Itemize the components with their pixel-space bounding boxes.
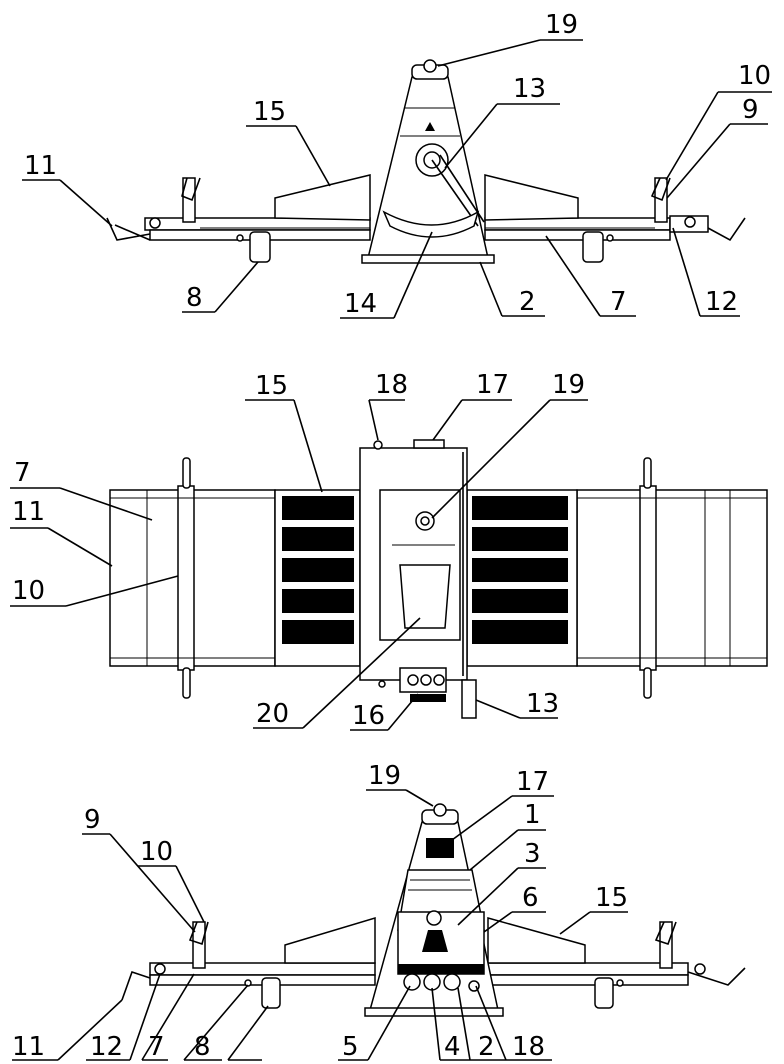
callout-13: 13 bbox=[526, 689, 559, 719]
callout-2: 2 bbox=[478, 1032, 495, 1062]
callout-8: 8 bbox=[186, 283, 203, 313]
rear-view: 19 17 1 3 9 10 6 15 11 12 7 8 5 4 2 18 bbox=[12, 761, 746, 1062]
callout-17: 17 bbox=[516, 767, 549, 797]
callout-10: 10 bbox=[12, 576, 45, 606]
rear-right-table bbox=[487, 917, 746, 1009]
callout-11: 11 bbox=[12, 497, 45, 527]
callout-18: 18 bbox=[512, 1032, 545, 1062]
callout-12: 12 bbox=[90, 1032, 123, 1062]
callout-7: 7 bbox=[14, 458, 31, 488]
front-left-wing bbox=[274, 174, 371, 221]
callout-15: 15 bbox=[253, 97, 286, 127]
front-right-wing bbox=[484, 174, 579, 221]
callout-14: 14 bbox=[344, 289, 377, 319]
top-left-belt-grid bbox=[274, 489, 361, 667]
callout-20: 20 bbox=[256, 699, 289, 729]
top-leaders bbox=[10, 399, 588, 731]
top-center-housing bbox=[359, 439, 477, 719]
top-callouts: 18 17 19 15 7 11 10 20 16 13 bbox=[12, 370, 585, 731]
callout-12: 12 bbox=[705, 287, 738, 317]
top-right-table bbox=[576, 457, 768, 699]
callout-15: 15 bbox=[255, 371, 288, 401]
callout-11: 11 bbox=[12, 1032, 45, 1062]
callout-10: 10 bbox=[140, 837, 173, 867]
callout-15: 15 bbox=[595, 883, 628, 913]
callout-11: 11 bbox=[24, 151, 57, 181]
callout-19: 19 bbox=[545, 10, 578, 40]
rear-left-table bbox=[121, 916, 376, 1009]
callout-9: 9 bbox=[84, 805, 101, 835]
callout-5: 5 bbox=[342, 1032, 359, 1062]
rear-leaders bbox=[12, 789, 628, 1061]
callout-8: 8 bbox=[194, 1032, 211, 1062]
callout-2: 2 bbox=[519, 287, 536, 317]
callout-6: 6 bbox=[522, 883, 539, 913]
callout-9: 9 bbox=[742, 95, 759, 125]
callout-1: 1 bbox=[524, 800, 541, 830]
top-right-belt-grid bbox=[466, 489, 578, 667]
callout-10: 10 bbox=[738, 61, 771, 91]
front-view: 19 10 13 9 15 11 8 14 2 7 12 bbox=[22, 10, 772, 319]
callout-18: 18 bbox=[375, 370, 408, 400]
top-view: 18 17 19 15 7 11 10 20 16 13 bbox=[10, 370, 768, 731]
callout-17: 17 bbox=[476, 370, 509, 400]
callout-19: 19 bbox=[368, 761, 401, 791]
rear-tower bbox=[364, 803, 504, 1017]
front-tower bbox=[361, 59, 495, 264]
front-callouts: 19 10 13 9 15 11 8 14 2 7 12 bbox=[24, 10, 771, 319]
top-left-table bbox=[109, 457, 276, 699]
callout-4: 4 bbox=[444, 1032, 461, 1062]
callout-16: 16 bbox=[352, 701, 385, 731]
rear-callouts: 19 17 1 3 9 10 6 15 11 12 7 8 5 4 2 18 bbox=[12, 761, 628, 1062]
front-leaders bbox=[22, 39, 772, 319]
callout-13: 13 bbox=[513, 74, 546, 104]
front-left-table bbox=[106, 177, 371, 263]
callout-7: 7 bbox=[610, 287, 627, 317]
front-right-table bbox=[484, 177, 746, 263]
callout-7: 7 bbox=[148, 1032, 165, 1062]
callout-3: 3 bbox=[524, 839, 541, 869]
callout-19: 19 bbox=[552, 370, 585, 400]
